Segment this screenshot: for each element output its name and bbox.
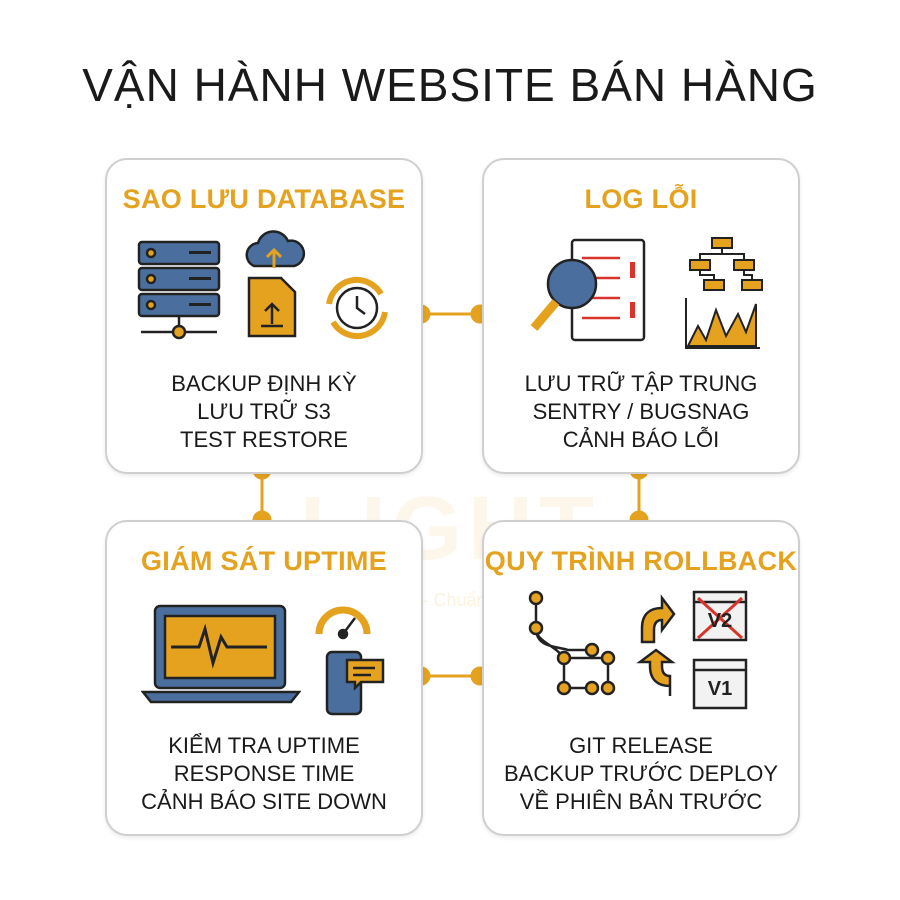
card-title: SAO LƯU DATABASE (122, 184, 406, 214)
return-arrow-icon (636, 594, 676, 696)
speed-gauge-icon (315, 606, 385, 716)
card-line: BACKUP ĐỊNH KỲ (171, 371, 357, 396)
page-title: VẬN HÀNH WEBSITE BÁN HÀNG (82, 59, 818, 111)
card-line: CẢNH BÁO LỖI (562, 427, 720, 452)
card-error-logs: LOG LỖI LƯU TRỮ TẬP TRUNG SENTRY / BUGSN… (482, 158, 800, 474)
version-label-v2: V2 (707, 610, 733, 632)
card-line: CẢNH BÁO SITE DOWN (141, 789, 387, 814)
card-body: GIT RELEASE BACKUP TRƯỚC DEPLOY VỀ PHIÊN… (484, 732, 798, 816)
laptop-heartbeat-icon (141, 604, 301, 704)
card-line: SENTRY / BUGSNAG (532, 399, 750, 424)
card-line: KIỂM TRA UPTIME (168, 733, 360, 758)
spike-chart-icon (685, 298, 760, 349)
card-line: VỀ PHIÊN BẢN TRƯỚC (519, 789, 763, 814)
card-line: GIT RELEASE (569, 733, 713, 758)
card-database-backup: SAO LƯU DATABASE (105, 158, 423, 474)
card-body: BACKUP ĐỊNH KỲ LƯU TRỮ S3 TEST RESTORE (107, 370, 421, 454)
card-body: KIỂM TRA UPTIME RESPONSE TIME CẢNH BÁO S… (107, 732, 421, 816)
card-line: TEST RESTORE (180, 427, 348, 452)
card-rollback-process: QUY TRÌNH ROLLBACK V2 V1 GIT RELEASE BAC… (482, 520, 800, 836)
card-line: LƯU TRỮ S3 (197, 399, 331, 424)
version-window-icon (692, 590, 748, 710)
git-branch-icon (528, 590, 616, 696)
cloud-upload-file-icon (245, 230, 306, 338)
card-line: LƯU TRỮ TẬP TRUNG (524, 371, 758, 396)
card-body: LƯU TRỮ TẬP TRUNG SENTRY / BUGSNAG CẢNH … (484, 370, 798, 454)
card-uptime-monitoring: GIÁM SÁT UPTIME KIỂM TRA UPTIME RESPONSE… (105, 520, 423, 836)
card-line: RESPONSE TIME (173, 761, 355, 786)
hierarchy-icon (685, 237, 763, 349)
clock-sync-icon (326, 276, 388, 340)
version-label-v1: V1 (707, 678, 733, 700)
card-title: QUY TRÌNH ROLLBACK (484, 546, 798, 576)
magnifier-log-icon (530, 238, 646, 342)
phone-alert-icon (325, 650, 385, 716)
server-icon (137, 240, 221, 340)
card-title: GIÁM SÁT UPTIME (141, 546, 387, 576)
card-line: BACKUP TRƯỚC DEPLOY (503, 761, 779, 786)
card-title: LOG LỖI (584, 184, 698, 214)
